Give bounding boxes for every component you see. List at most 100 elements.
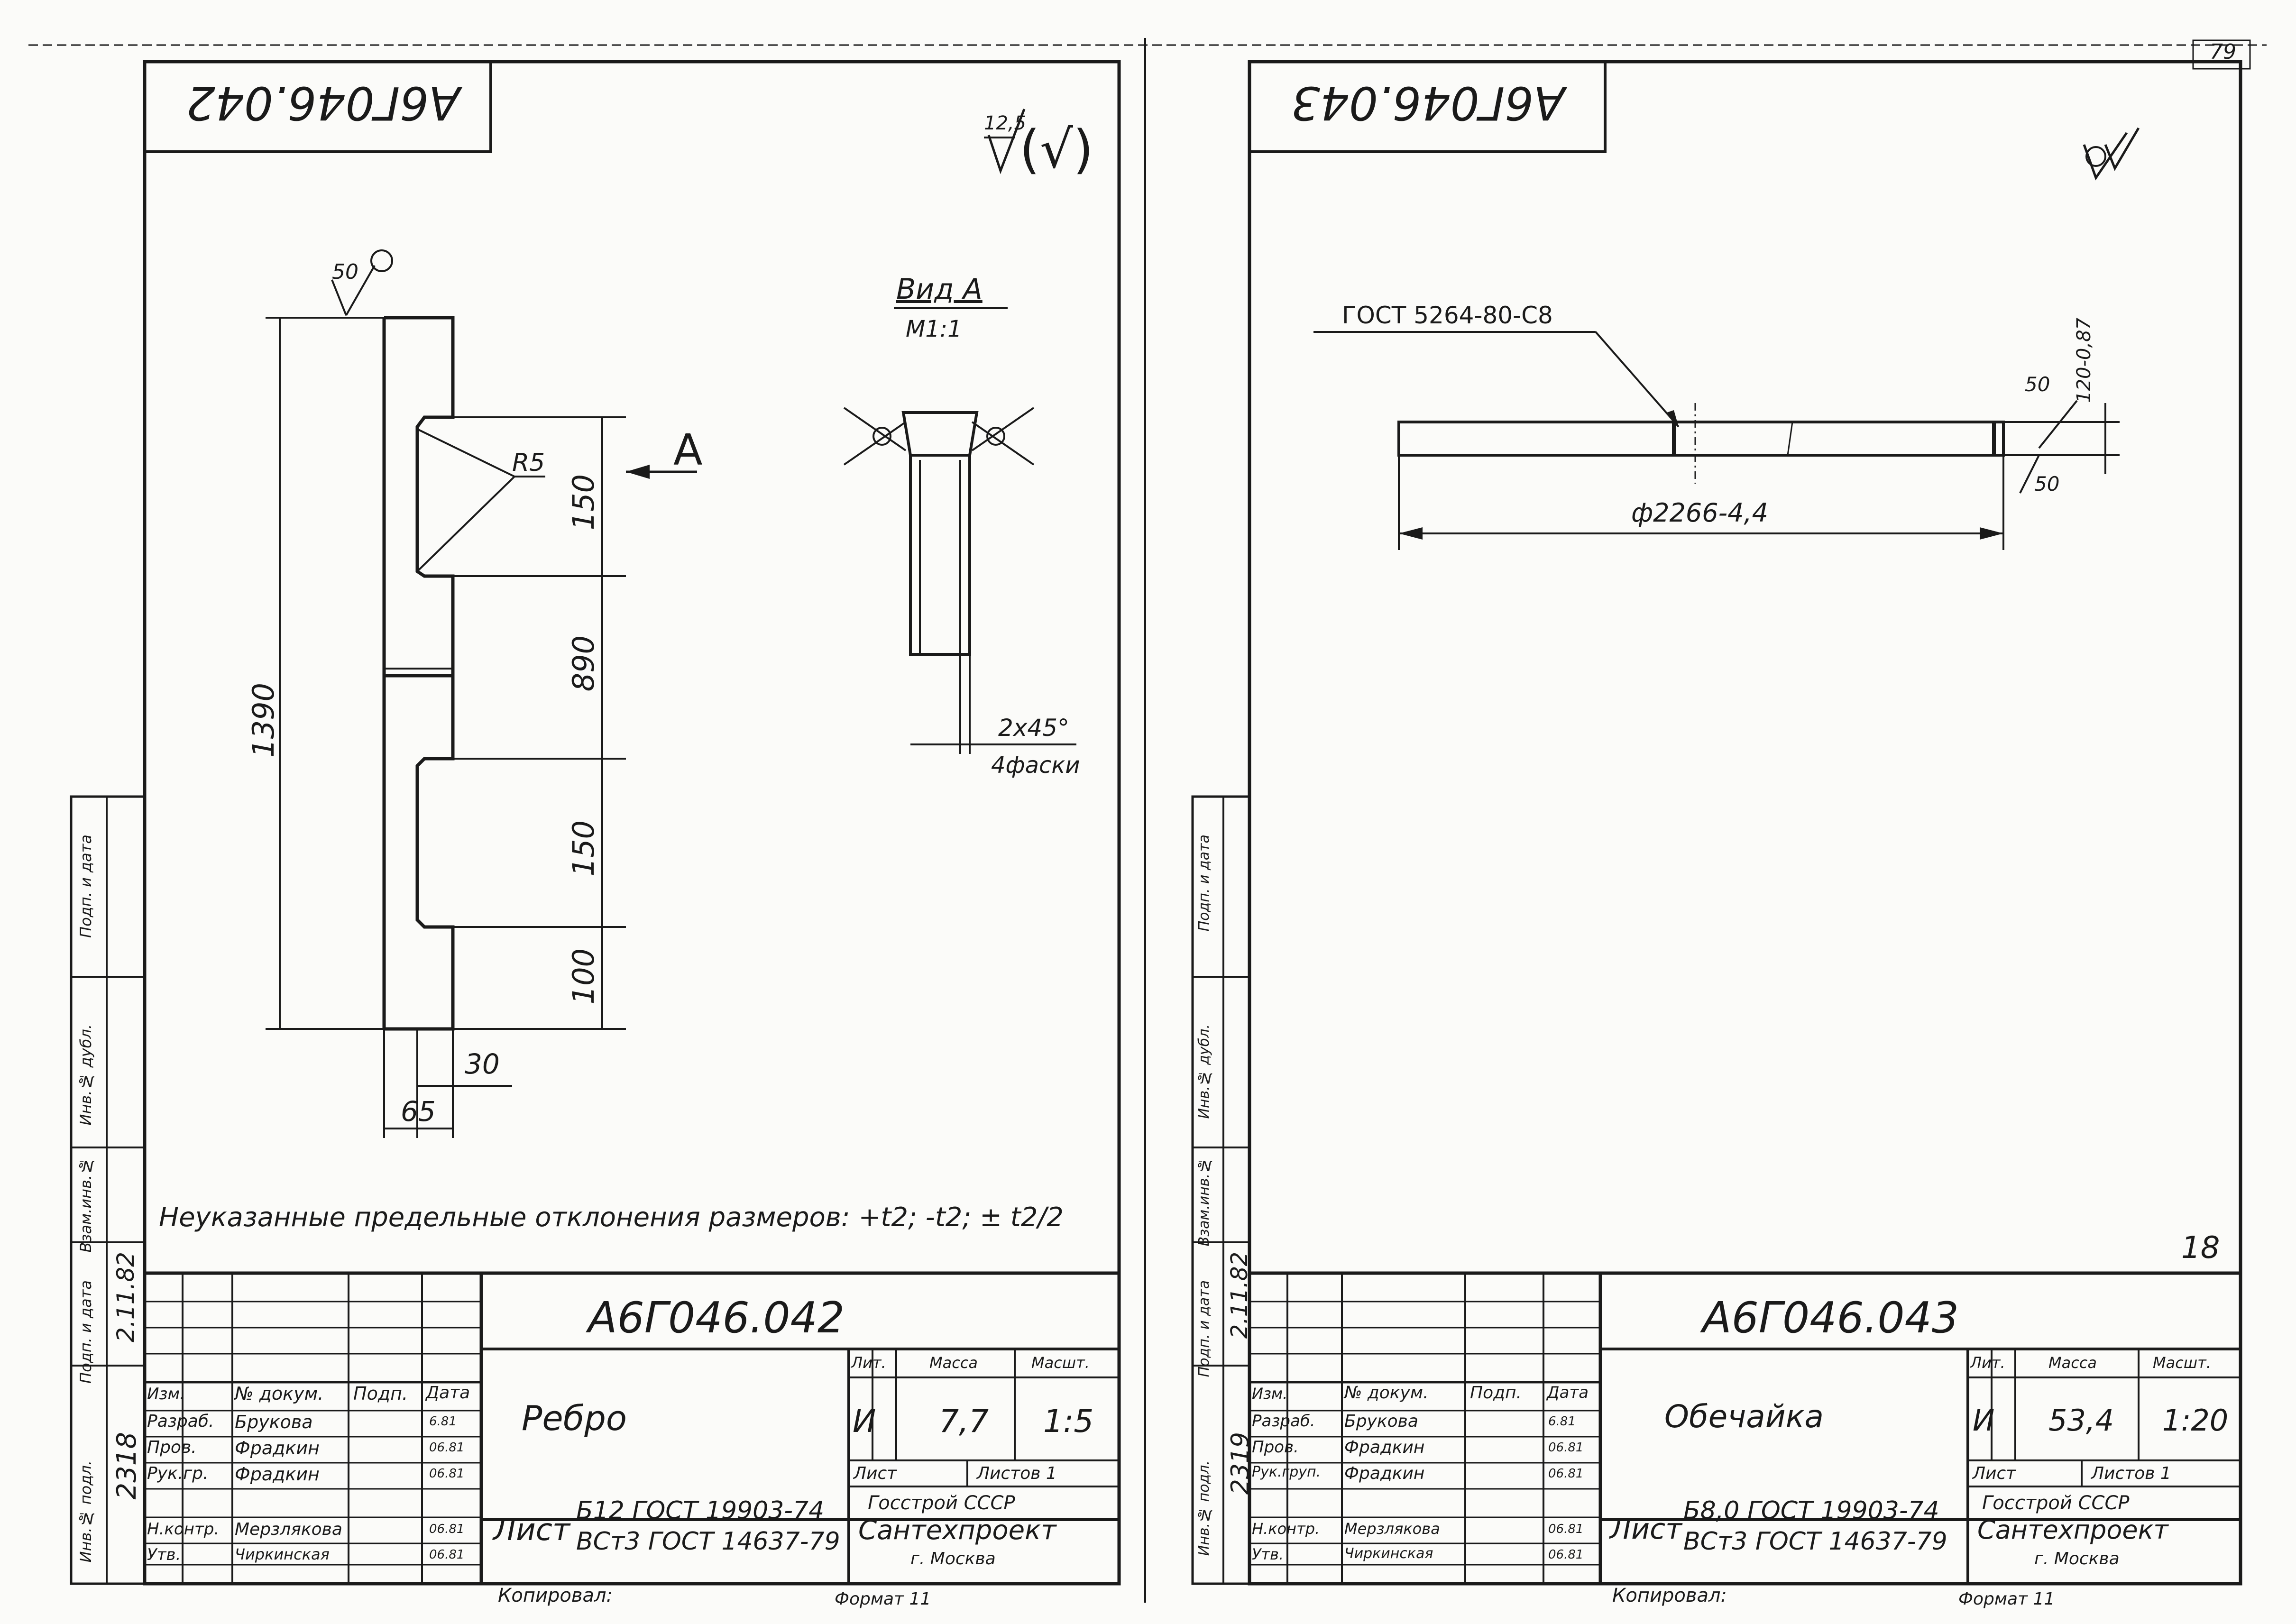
right-side-label-2: Взам.инв.№ [1196,1157,1212,1247]
left-stamp-name-3: Фрадкин [235,1464,320,1485]
view-a-label: Вид А [896,273,983,306]
right-scale-value: 1:20 [2162,1403,2229,1438]
right-org-line3: г. Москва [2034,1549,2120,1569]
right-lit-value: И [1973,1403,1995,1438]
left-stamp-name-2: Фрадкин [235,1438,320,1459]
right-dim-height: 120-0,87 [2073,318,2095,403]
left-sheet-label: Лист [854,1464,897,1483]
left-material-line1: Б12 ГОСТ 19903-74 [576,1496,825,1525]
left-stamp-role-2: Пров. [147,1438,197,1457]
right-stamp-date-3: 06.81 [1548,1467,1584,1481]
left-stamp-date-3: 06.81 [429,1467,465,1481]
right-side-label-0: Инв.№ подл. [1196,1460,1212,1556]
right-stamp-role-4: Н.контр. [1252,1520,1320,1538]
left-copied: Копировал: [498,1585,613,1606]
right-copied: Копировал: [1612,1585,1727,1606]
right-mass-label: Масса [2048,1354,2097,1372]
right-rotated-code: А6Г046.043 [1291,76,1565,129]
radius-label: R5 [512,449,545,477]
left-roughness-check-icon: (√) [1019,119,1093,180]
left-stamp-role-5: Утв. [147,1545,181,1564]
view-a-scale: М1:1 [906,316,962,342]
left-org-line3: г. Москва [910,1549,996,1569]
section-arrow-label: А [673,425,703,475]
left-format: Формат 11 [835,1589,931,1609]
left-stamp-date-1: 6.81 [429,1414,457,1429]
left-stamp-date-5: 06.81 [429,1548,465,1562]
tolerance-note: Неуказанные предельные отклонения размер… [159,1202,1064,1233]
right-stamp-role-5: Утв. [1252,1545,1284,1563]
right-lit-label: Лит. [1970,1354,2005,1372]
left-stamp-role-3: Рук.гр. [147,1464,209,1483]
right-stamp-name-1: Брукова [1344,1412,1418,1431]
right-side-inv: 2319 [1226,1432,1255,1495]
dim-30: 30 [465,1048,500,1080]
left-stamp-header-sign: Подп. [353,1383,408,1404]
left-lit-value: И [853,1403,876,1440]
right-weld-bottom: 50 [2034,472,2060,495]
left-stamp-header-doc: № докум. [235,1383,324,1404]
dim-65: 65 [401,1095,436,1128]
left-stamp-role-1: Разраб. [147,1412,214,1431]
right-part-name: Обечайка [1664,1398,1824,1435]
left-stamp-header-role: Изм. [147,1385,185,1404]
right-stamp-name-4: Мерзлякова [1344,1520,1440,1538]
left-part-name: Ребро [522,1398,627,1438]
chamfer-note: 4фаски [991,752,1080,779]
right-material-line1: Б8,0 ГОСТ 19903-74 [1683,1496,1939,1525]
right-stamp-date-2: 06.81 [1548,1440,1584,1455]
right-stamp-header-date: Дата [1547,1383,1589,1402]
right-stamp-header-role: Изм. [1252,1385,1288,1403]
left-stamp-date-4: 06.81 [429,1522,465,1536]
right-diameter: ф2266-4,4 [1631,498,1768,528]
right-stamp-date-4: 06.81 [1548,1522,1584,1536]
left-title-code: А6Г046.042 [588,1293,845,1343]
left-roughness-value: 12,5 [984,112,1027,134]
chamfer-dim: 2х45° [998,714,1070,742]
left-stamp-header-date: Дата [426,1383,470,1403]
left-stamp-role-4: Н.контр. [147,1520,220,1539]
right-material-sheet: Лист [1610,1513,1682,1546]
right-weld-top: 50 [2025,373,2050,396]
left-lit-label: Лит. [851,1354,886,1372]
right-stamp-role-2: Пров. [1252,1438,1299,1457]
left-stamp-date-2: 06.81 [429,1440,465,1455]
right-stamp-date-1: 6.81 [1548,1414,1576,1429]
right-sheets-label: Листов 1 [2091,1464,2171,1483]
right-mass-value: 53,4 [2048,1403,2114,1438]
left-stamp-name-5: Чиркинская [235,1545,330,1563]
right-org-line2: Сантехпроект [1977,1515,2168,1545]
right-stamp-date-5: 06.81 [1548,1548,1584,1562]
left-mass-label: Масса [929,1354,978,1372]
right-scale-label: Масшт. [2153,1354,2211,1372]
right-page-number: 18 [2181,1230,2220,1266]
right-weld-label: ГОСТ 5264-80-С8 [1342,302,1553,329]
right-stamp-role-1: Разраб. [1252,1412,1315,1431]
right-sheet-label: Лист [1973,1464,2016,1483]
left-weld-label: 50 [332,260,358,284]
left-scale-value: 1:5 [1043,1403,1094,1440]
right-stamp-name-2: Фрадкин [1344,1438,1425,1457]
right-stamp-name-3: Фрадкин [1344,1464,1425,1483]
left-scale-label: Масшт. [1031,1354,1090,1372]
right-format: Формат 11 [1958,1589,2055,1609]
right-side-date: 2.11.82 [1226,1252,1253,1339]
left-org-line2: Сантехпроект [858,1515,1056,1546]
right-side-label-4: Подп. и дата [1196,835,1212,932]
corner-number: 79 [2210,40,2236,64]
right-title-code: А6Г046.043 [1702,1293,1959,1343]
left-stamp-name-4: Мерзлякова [235,1520,342,1539]
right-stamp-header-doc: № докум. [1344,1383,1429,1403]
left-material-line2: ВСт3 ГОСТ 14637-79 [576,1527,840,1556]
right-stamp-header-sign: Подп. [1470,1383,1522,1403]
left-stamp-name-1: Брукова [235,1412,313,1432]
left-material-sheet: Лист [493,1513,570,1548]
left-org-line1: Госстрой СССР [868,1492,1015,1514]
right-stamp-role-3: Рук.груп. [1252,1464,1321,1480]
left-sheets-label: Листов 1 [977,1464,1057,1483]
right-side-label-3: Инв.№ дубл. [1196,1024,1212,1119]
right-material-line2: ВСт3 ГОСТ 14637-79 [1683,1527,1947,1556]
